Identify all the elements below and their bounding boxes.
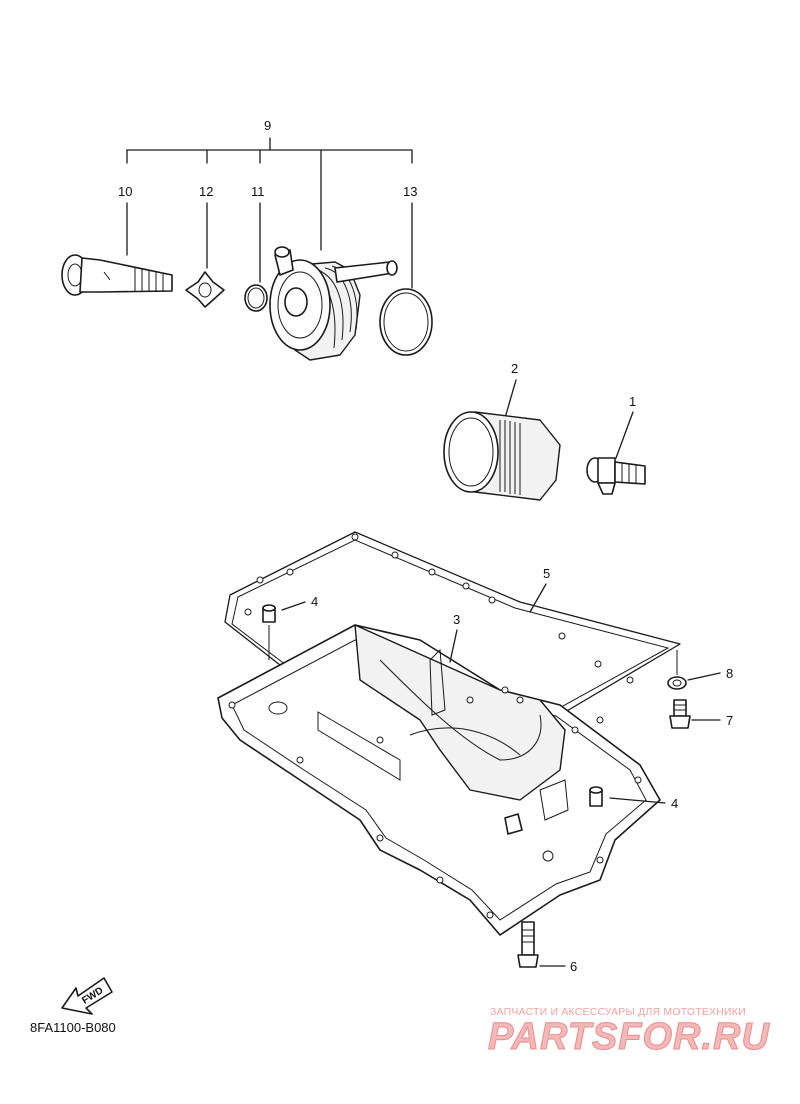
callout-9: 9 bbox=[264, 118, 271, 133]
callout-group-9: 9 bbox=[126, 118, 413, 251]
callout-8: 8 bbox=[726, 666, 733, 681]
oil-cooler-part bbox=[269, 246, 398, 361]
drain-plug-part: 7 bbox=[669, 699, 733, 729]
drain-bolt-part: 1 bbox=[586, 394, 646, 495]
fwd-arrow-icon: FWD bbox=[61, 977, 113, 1015]
tab-washer-part bbox=[185, 271, 225, 308]
callout-11: 11 bbox=[251, 184, 265, 199]
callout-5: 5 bbox=[543, 566, 550, 581]
callout-13: 13 bbox=[403, 184, 417, 199]
callout-4-upper: 4 bbox=[311, 594, 318, 609]
callout-2: 2 bbox=[511, 361, 518, 376]
oil-filter-part: 2 bbox=[443, 361, 561, 501]
dowel-pin-lower-part: 4 bbox=[589, 786, 678, 811]
oil-pan-part: 3 bbox=[217, 612, 661, 936]
small-o-ring-part bbox=[244, 284, 268, 312]
callout-3: 3 bbox=[453, 612, 460, 627]
callout-6: 6 bbox=[570, 959, 577, 974]
union-bolt-part bbox=[61, 254, 173, 296]
washer-part: 8 bbox=[667, 650, 733, 690]
watermark-tagline: ЗАПЧАСТИ И АКСЕССУАРЫ ДЛЯ МОТОТЕХНИКИ bbox=[490, 1006, 746, 1018]
callout-7: 7 bbox=[726, 713, 733, 728]
diagram-code: 8FA1100-B080 bbox=[30, 1020, 116, 1035]
watermark-logo: PARTSFOR.RU bbox=[488, 1016, 770, 1059]
large-o-ring-part bbox=[379, 288, 433, 356]
callout-1: 1 bbox=[629, 394, 636, 409]
callout-4-lower: 4 bbox=[671, 796, 678, 811]
pan-bolt-part: 6 bbox=[517, 921, 577, 974]
dowel-pin-upper-part: 4 bbox=[262, 594, 318, 660]
callout-12: 12 bbox=[199, 184, 213, 199]
callout-10: 10 bbox=[118, 184, 132, 199]
